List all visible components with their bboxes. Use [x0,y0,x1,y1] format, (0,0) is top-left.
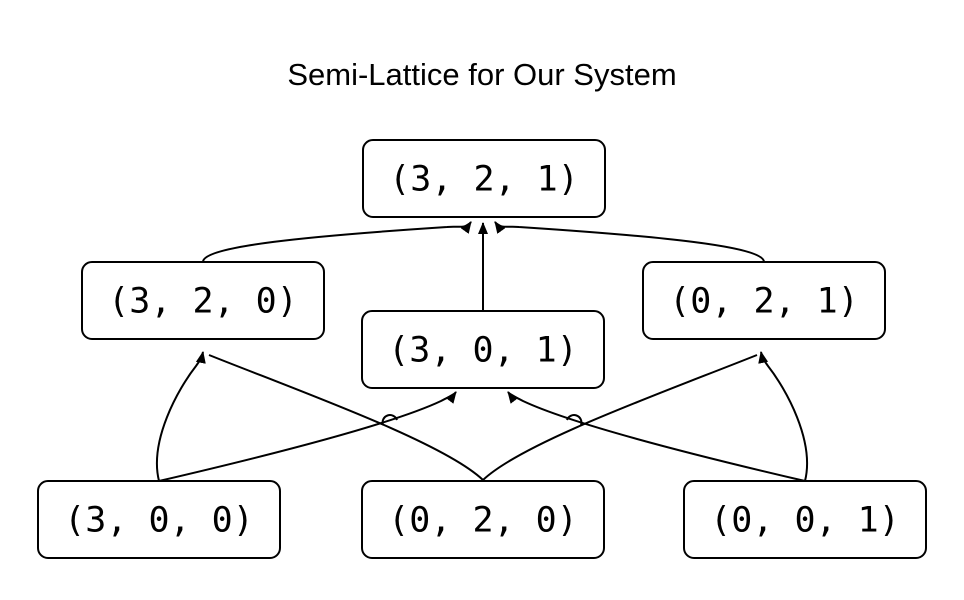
node-label: (0, 2, 1) [669,282,859,322]
edge-0-2-0-to-3-2-0 [208,354,484,481]
node-label: (0, 0, 1) [710,501,900,541]
node-label: (3, 0, 0) [64,501,254,541]
node-box-0-0-1 [683,480,927,559]
node-box-3-2-1 [362,139,606,218]
edge-0-0-1-to-0-2-1 [758,351,808,482]
node-3-0-1: (3, 0, 1) [361,310,605,389]
node-box-3-0-1 [361,310,605,389]
edge-0-2-0-to-0-2-1 [482,354,758,481]
node-3-2-1: (3, 2, 1) [362,139,606,218]
edge-crossing-hops-layer [381,414,583,426]
node-label: (3, 2, 1) [389,160,579,200]
edge-0-2-1-to-3-2-1 [494,221,765,263]
node-0-0-1: (0, 0, 1) [683,480,927,559]
node-label: (3, 0, 1) [388,331,578,371]
node-3-2-0: (3, 2, 0) [81,261,325,340]
node-box-3-2-0 [81,261,325,340]
node-3-0-0: (3, 0, 0) [37,480,281,559]
diagram-title: Semi-Lattice for Our System [287,57,676,92]
node-box-0-2-1 [642,261,886,340]
edge-3-2-0-to-3-2-1 [202,221,472,263]
nodes-layer: (3, 2, 1) (3, 2, 0) (3, 0, 1) (0, 2, 1) (3, … [37,139,927,559]
edges-layer [156,221,808,482]
edge-0-0-1-to-3-0-1 [507,391,806,482]
node-label: (3, 2, 0) [108,282,298,322]
edge-3-0-0-to-3-2-0 [156,351,206,482]
node-box-0-2-0 [361,480,605,559]
node-0-2-0: (0, 2, 0) [361,480,605,559]
edge-crossing-hop [566,414,583,426]
edge-3-0-0-to-3-0-1 [158,391,457,482]
node-0-2-1: (0, 2, 1) [642,261,886,340]
node-label: (0, 2, 0) [388,501,578,541]
node-box-3-0-0 [37,480,281,559]
edge-crossing-hop [381,414,398,426]
